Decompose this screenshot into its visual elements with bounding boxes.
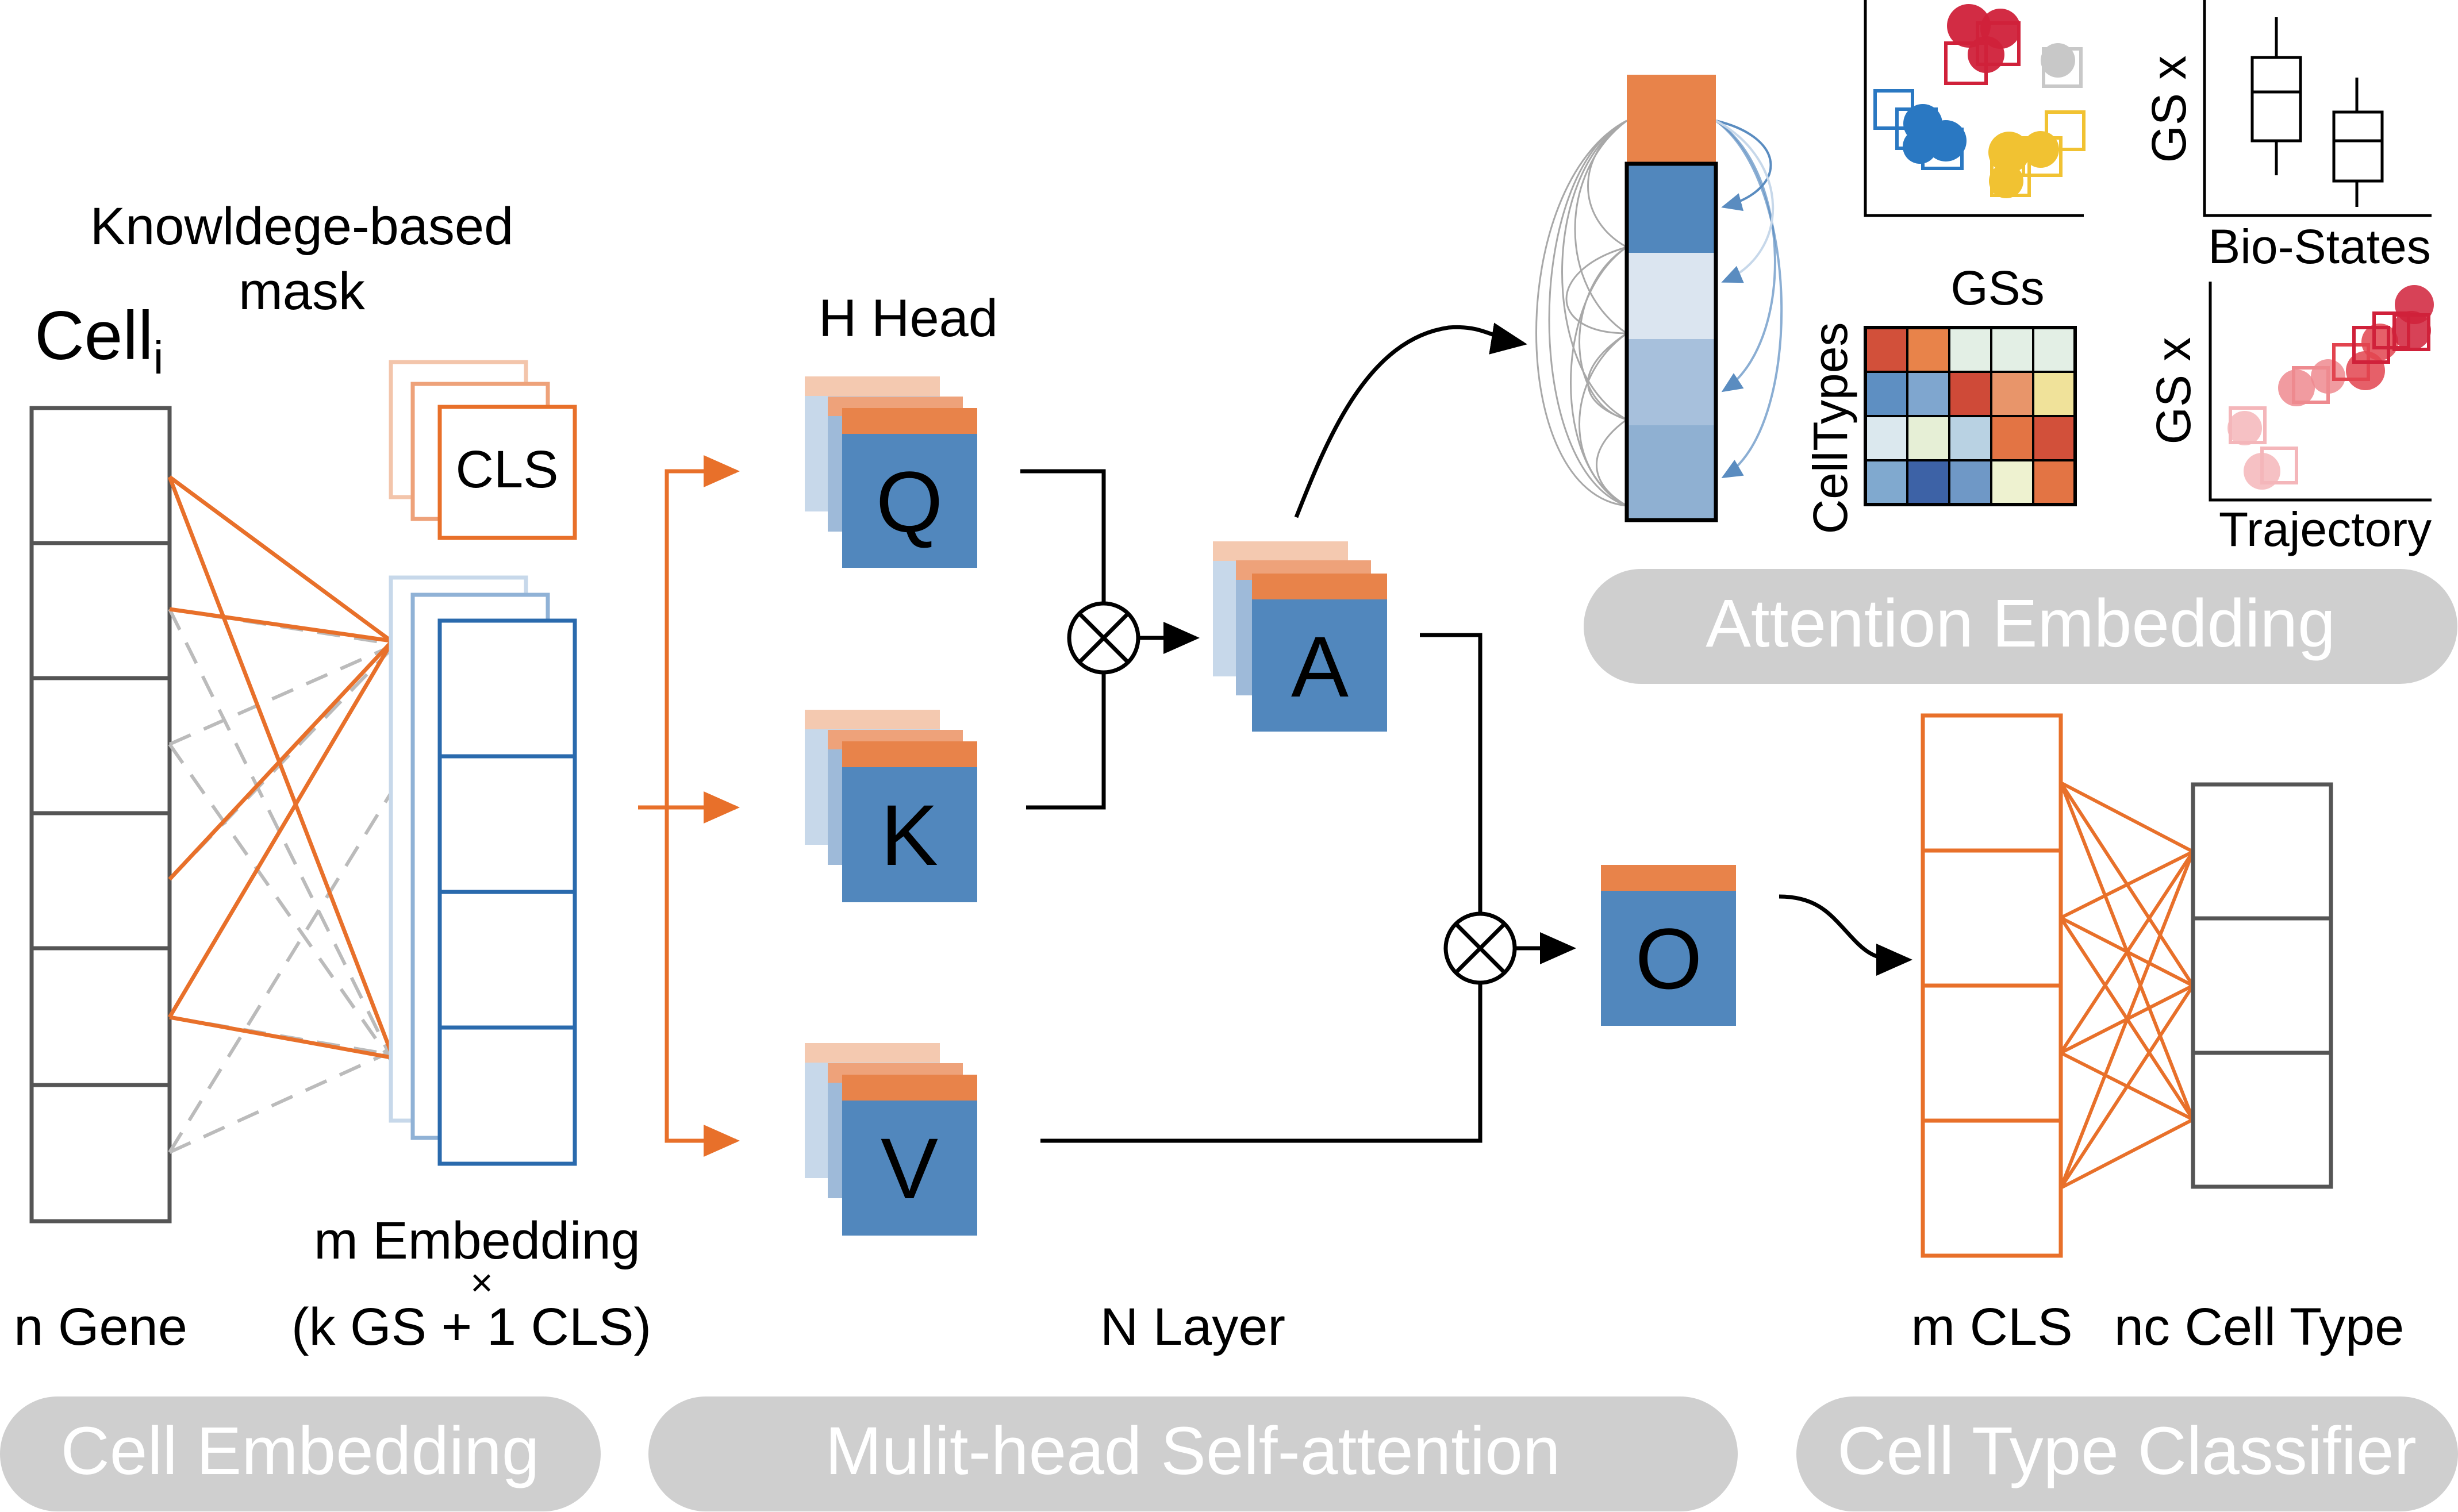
output-block [1601, 865, 1736, 1026]
m-cls-label: m CLS [1911, 1298, 2072, 1356]
fc-link [2059, 984, 2195, 1189]
mask-label-line1: Knowldege-based [90, 197, 514, 256]
attention-embedding-panel: GS x Bio-States GSs CellTypes GS x Traje… [1535, 0, 2457, 684]
heatmap-cell [1864, 415, 1908, 461]
cell-embedding-pill [0, 1396, 601, 1511]
section-pills: Cell Embedding Mulit-head Self-attention… [0, 1396, 2458, 1511]
heatmap-cell [1990, 459, 2034, 506]
cls-token-stack [389, 360, 577, 540]
fc-link [2059, 851, 2195, 1054]
mask-connections-inactive [168, 607, 393, 1154]
attention-column [1624, 75, 1718, 522]
classifier-panel: m CLS nc Cell Type [1911, 713, 2405, 1356]
k-label: K [881, 787, 938, 883]
multiply-op-2 [1443, 911, 1517, 985]
attention-arcs-left [1535, 120, 1627, 507]
trajectory-x-label: Trajectory [2219, 502, 2432, 556]
attention-embedding-pill [1584, 569, 2457, 684]
heatmap-cell [1948, 415, 1992, 461]
cls-label: CLS [456, 440, 559, 499]
k-gs-label: (k GS + 1 CLS) [291, 1298, 651, 1356]
av-connector [1040, 633, 1576, 1143]
cell-type-column [2191, 782, 2333, 1189]
key-stack [805, 710, 977, 902]
fc-link [2060, 850, 2194, 919]
heatmap-cell [1906, 326, 1950, 373]
heatmap-cell [2032, 459, 2076, 506]
boxplot-y-label: GS x [2142, 56, 2196, 163]
m-embedding-label: m Embedding [314, 1211, 640, 1270]
v-label: V [881, 1120, 938, 1217]
cls-column [1921, 713, 2063, 1258]
fc-link [2060, 781, 2194, 853]
heatmap-x-label: GSs [1950, 261, 2044, 315]
cell-type-classifier-pill [1796, 1396, 2458, 1511]
cell-label: Celli [34, 297, 164, 383]
gs-embedding-stack [389, 575, 577, 1166]
value-stack [805, 1043, 977, 1236]
nc-cell-type-label: nc Cell Type [2114, 1298, 2405, 1356]
a-label: A [1291, 618, 1349, 715]
attention-stack [1213, 541, 1387, 732]
trajectory-scatter-plot [2209, 282, 2434, 502]
heatmap-cell [1864, 326, 1908, 373]
heatmap-cell [1990, 371, 2034, 417]
celltype-gs-heatmap [1864, 326, 2077, 506]
heatmap-border [1864, 326, 2077, 506]
mask-connections-active [167, 475, 393, 1060]
n-gene-label: n Gene [14, 1298, 187, 1356]
heatmap-cell [1864, 459, 1908, 506]
self-attention-pill [648, 1396, 1738, 1511]
heatmap-y-label: CellTypes [1803, 322, 1857, 534]
heatmap-cell [2032, 415, 2076, 461]
cell-embedding-panel: Knowldege-based mask Celli [14, 197, 651, 1356]
heatmap-cell [1948, 371, 1992, 417]
query-stack [805, 376, 977, 568]
heatmap-cell [1906, 371, 1950, 417]
heatmap-cell [1948, 459, 1992, 506]
cluster-scatter-plot [1864, 0, 2086, 217]
cell-embedding-title: Cell Embedding [60, 1413, 539, 1489]
heatmap-cell [2032, 371, 2076, 417]
h-head-label: H Head [819, 289, 998, 348]
attention-to-embedding-arrow [1294, 322, 1527, 518]
gene-column [29, 406, 172, 1224]
multiply-op-1 [1067, 601, 1140, 675]
heatmap-cell [1990, 415, 2034, 461]
fc-link [2059, 851, 2195, 1189]
q-label: Q [876, 453, 943, 550]
cell-type-classifier-title: Cell Type Classifier [1837, 1413, 2417, 1489]
self-attention-title: Mulit-head Self-attention [825, 1413, 1560, 1489]
boxplot-x-label: Bio-States [2208, 220, 2431, 274]
heatmap-cell [1906, 415, 1950, 461]
heatmap-cell [1948, 326, 1992, 373]
fully-connected-links [2059, 781, 2195, 1190]
self-attention-panel: H Head Q K V [638, 289, 1912, 1356]
heatmap-cell [1906, 459, 1950, 506]
o-label: O [1635, 910, 1703, 1007]
heatmap-cell [1990, 326, 2034, 373]
attention-arcs-right [1715, 120, 1783, 479]
bio-states-boxplot [2203, 0, 2432, 217]
fc-link [2060, 1118, 2194, 1190]
attention-embedding-title: Attention Embedding [1706, 586, 2336, 661]
heatmap-cell [2032, 326, 2076, 373]
times-symbol: × [470, 1261, 493, 1305]
heatmap-cell [1864, 371, 1908, 417]
output-to-classifier-arrow [1779, 894, 1912, 976]
trajectory-y-label: GS x [2146, 337, 2200, 445]
qkv-split-arrows [638, 455, 740, 1157]
qk-connector [1020, 469, 1200, 810]
n-layer-label: N Layer [1100, 1298, 1285, 1356]
mask-label-line2: mask [239, 262, 366, 321]
